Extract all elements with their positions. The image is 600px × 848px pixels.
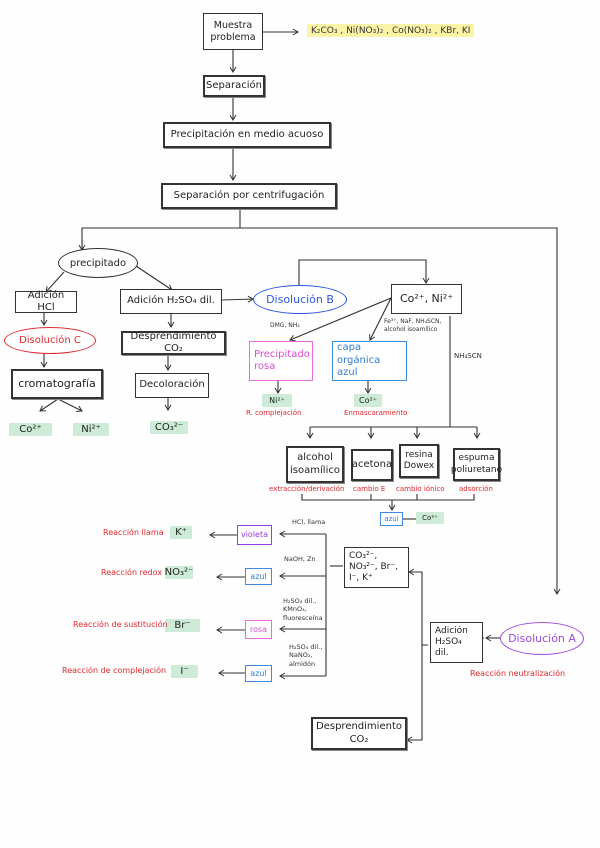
h2so4-addition-label: Adición H₂SO₄ dil. <box>127 295 215 307</box>
co-reaction-note: Enmascaramiento <box>344 409 408 417</box>
precipitation-box: Precipitación en medio acuoso <box>163 122 331 148</box>
dissolution-b-ellipse: Disolución B <box>253 285 347 314</box>
arrow-h2so4-to-dissolution-b <box>221 295 254 303</box>
method-note-foam: adsorción <box>459 485 493 493</box>
sample-composition-highlight: K₂CO₃ , Ni(NO₃)₂ , Co(NO₃)₂ , KBr, KI <box>307 24 475 37</box>
reagent-nh4scn: NH₄SCN <box>454 352 482 360</box>
h2so4-addition-box: Adición H₂SO₄ dil. <box>120 289 222 314</box>
centrifugation-label: Separación por centrifugación <box>173 189 325 201</box>
neutralization-note: Reacción neutralización <box>470 669 566 678</box>
test-reaction-2: Reacción de sustitución <box>73 620 168 629</box>
hcl-addition-box: Adición HCl <box>15 289 77 314</box>
chromatography-label: cromatografía <box>18 377 96 391</box>
ni-ion-result: Ni²⁺ <box>73 423 109 436</box>
method-result-blue-box: azul <box>380 512 403 526</box>
arrow-chrom-to-co <box>39 398 59 412</box>
arrow-cations-to-blue <box>369 297 392 341</box>
test-ion-k: K⁺ <box>170 526 192 539</box>
line-dissolution-b-to-cations <box>298 259 430 285</box>
co-result: Co²⁺ <box>354 394 382 407</box>
arrow-cations-to-pink <box>289 297 392 342</box>
test-ion-no3: NO₃²⁻ <box>164 566 194 579</box>
reagent-organic: Fe³⁺, NaF, NH₄SCN, alcohol isoamílico <box>384 318 442 333</box>
separation-label: Separación <box>206 79 262 91</box>
blue-layer-label: capa orgánica azul <box>337 342 381 379</box>
da-co2-release-box: Desprendimiento CO₂ <box>311 717 407 750</box>
decoloration-label: Decoloración <box>139 379 205 391</box>
line-addition-to-co2 <box>406 645 423 744</box>
precipitate-label: precipitado <box>69 257 127 269</box>
line-split-top <box>81 227 561 595</box>
dissolution-c-ellipse: Disolución C <box>4 327 96 354</box>
arrow-precipitate-to-hcl <box>45 271 65 293</box>
dissolution-a-ellipse: Disolución A <box>500 622 584 655</box>
arrow-chrom-to-ni <box>57 398 83 412</box>
sample-composition: K₂CO₃ , Ni(NO₃)₂ , Co(NO₃)₂ , KBr, KI <box>311 25 471 36</box>
method-box-alcohol: alcohol isoamílico <box>286 446 344 483</box>
ni-reaction-note: R. complejación <box>246 409 302 417</box>
da-h2so4-addition-box: Adición H₂SO₄ dil. <box>430 622 483 663</box>
test-reaction-3: Reacción de complejación <box>62 666 167 675</box>
decoloration-box: Decoloración <box>135 373 209 398</box>
method-box-acetone: acetona <box>351 449 393 481</box>
precipitation-label: Precipitación en medio acuoso <box>170 128 324 140</box>
test-ion-br: Br⁻ <box>165 619 200 632</box>
anions-box: CO₃²⁻, NO₃²⁻, Br⁻, I⁻, K⁺ <box>344 547 409 588</box>
dissolution-c-label: Disolución C <box>19 335 81 346</box>
arrow-precipitate-to-h2so4 <box>135 265 173 291</box>
pink-precipitate-label: Precipitado rosa <box>254 348 310 373</box>
test-reaction-1: Reacción redox <box>101 568 163 577</box>
pink-precipitate-box: Precipitado rosa <box>249 341 313 381</box>
test-reaction-0: Reacción llama <box>103 528 164 537</box>
method-result-co: Co²⁺ <box>416 512 444 524</box>
cations-box: Co²⁺, Ni²⁺ <box>391 284 462 314</box>
method-box-dowex: resina Dowex <box>399 444 439 478</box>
co2-release-label: Desprendimiento CO₂ <box>130 330 217 355</box>
hcl-addition-label: Adición HCl <box>27 289 65 314</box>
test-reagent-2: H₂SO₄ dil., KMnO₄, fluoresceína <box>283 597 323 622</box>
line-methods-bottom <box>301 494 475 501</box>
carbonate-ion-result: CO₃²⁻ <box>150 421 188 434</box>
method-note-acetone: cambio E <box>353 485 386 493</box>
test-reagent-1: NaOH, Zn <box>284 555 316 563</box>
test-reagent-3: H₂SO₄ dil., NaNO₂, almidón <box>289 643 323 668</box>
reagent-dmg: DMG, NH₃ <box>270 322 300 329</box>
separation-box: Separación <box>203 75 265 97</box>
dissolution-b-label: Disolución B <box>266 293 334 306</box>
sample-label: Muestra problema <box>210 19 256 43</box>
test-color-blue-no3: azul <box>245 568 272 585</box>
test-color-violet: violeta <box>237 525 272 545</box>
method-note-dowex: cambio iónico <box>396 485 445 493</box>
test-ion-i: I⁻ <box>171 665 198 678</box>
co2-release-box: Desprendimiento CO₂ <box>121 331 226 355</box>
method-box-foam: espuma poliuretano <box>451 448 502 481</box>
ni-result: Ni²⁺ <box>262 394 292 407</box>
line-addition-to-anions <box>408 568 428 646</box>
test-color-blue-i: azul <box>245 665 272 682</box>
blue-layer-box: capa orgánica azul <box>332 341 407 381</box>
chromatography-box: cromatografía <box>11 369 103 399</box>
sample-box: Muestra problema <box>203 13 263 50</box>
co-ion-result: Co²⁺ <box>9 423 52 436</box>
test-reagent-0: HCl, llama <box>292 518 326 526</box>
test-color-pink: rosa <box>245 620 272 639</box>
cations-label: Co²⁺, Ni²⁺ <box>399 292 454 306</box>
precipitate-ellipse: precipitado <box>58 248 138 278</box>
method-note-alcohol: extracción/derivación <box>269 485 345 493</box>
dissolution-a-label: Disolución A <box>508 632 576 645</box>
centrifugation-box: Separación por centrifugación <box>161 183 337 209</box>
